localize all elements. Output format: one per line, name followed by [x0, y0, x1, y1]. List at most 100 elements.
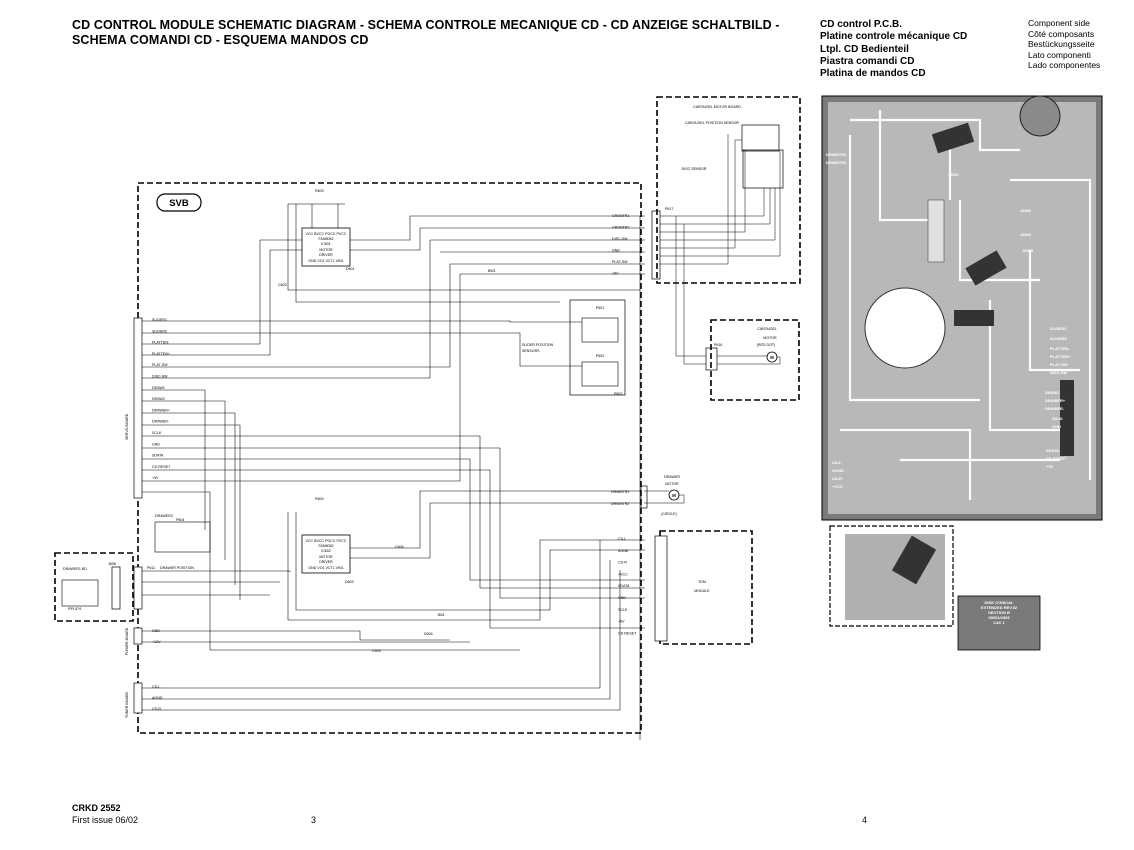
- p606-signal-7: DRAW1: [152, 386, 165, 390]
- p606-signal-12: GND: [152, 442, 160, 446]
- drawer-motor: DRAWER MOTOR M (CIRCLE) DRWMTR1 DRWMTR2: [611, 475, 685, 516]
- pcb-label-23: J8003: [1020, 232, 1032, 237]
- connector-p610: [133, 682, 143, 714]
- title-line-2: SCHEMA COMANDI CD - ESQUEMA MANDOS CD: [72, 33, 369, 47]
- pcb-title-4: Piastra comandi CD: [820, 55, 915, 67]
- disk-text-4: 38001/2565: [988, 615, 1010, 620]
- carousel-sensor-box: [741, 124, 780, 152]
- p606-signal-4: PLATTEN+: [152, 352, 170, 356]
- connector-p611: [133, 566, 143, 610]
- pcb-ic-mid: [965, 250, 1007, 286]
- slider-sensor-group: [569, 299, 626, 396]
- pcb-label-13: GND: [1052, 424, 1061, 429]
- tdm-module-frame: [659, 530, 753, 645]
- pcb-label-8: DISC-SW: [1050, 370, 1068, 375]
- ic601: VCC BVCC PGCC PVCC FAN8082 IC601 MOTOR D…: [301, 227, 351, 267]
- drawer1-bd-frame: [54, 552, 134, 622]
- pcb-spindle-hole: [864, 287, 946, 369]
- pcb-label-9: DRAW1: [1045, 390, 1060, 395]
- p606-signal-14: CD-RESET: [152, 465, 171, 469]
- pcb-sensor-subboard-frame: [829, 525, 954, 627]
- drawer-pin-2: DRWMTR2: [611, 502, 629, 506]
- pcb-title-3: Ltpl. CD Bedienteil: [820, 43, 909, 55]
- side-list-5: Lado componentes: [1028, 60, 1101, 71]
- pcb-title-1: CD control P.C.B.: [820, 19, 903, 30]
- p606-signal-list: SLIDER1SLIDER2PLATTEN-PLATTEN+PLAT-SWDIS…: [152, 318, 171, 480]
- ic602-line4: MOTOR: [319, 555, 333, 559]
- pcb-label-7: PLAT-SW: [1050, 362, 1068, 367]
- slider-sensors-line1: SLIDER POSITION: [522, 343, 554, 347]
- p610-signal-3: CD-R: [152, 707, 161, 711]
- p608-signal-5: PLAT-SW: [612, 260, 628, 264]
- slider-sensor-1: [581, 317, 619, 343]
- svb-badge: [156, 193, 202, 212]
- p611-ref: P611: [147, 566, 155, 570]
- p605-signal-2: AGND: [618, 549, 629, 553]
- d603-ref: D603: [345, 580, 354, 584]
- p606-signal-3: PLATTEN-: [152, 341, 170, 345]
- drawer1-bd-label: DRAWER1 BD: [63, 567, 87, 571]
- ic601-line5: DRIVER: [319, 253, 333, 257]
- c604-ref: C604: [395, 545, 404, 549]
- connector-p617: [651, 210, 661, 280]
- p617-ref: P617: [665, 207, 673, 211]
- p606-signal-10: DRAWER-: [152, 420, 170, 424]
- tuner-board-label: TUNER BOARD: [125, 691, 129, 718]
- disc-sensor-box: [742, 149, 784, 189]
- p602-ref: P602: [596, 354, 604, 358]
- pcb-label-10: DRAWER+: [1045, 398, 1066, 403]
- pcb-layout: DRWMTR1DRWMTR2SLIDER1SLIDER2PLATTEN-PLAT…: [821, 95, 1103, 521]
- page-number-right: 4: [862, 815, 868, 825]
- pcb-label-12: SCLK: [1052, 416, 1063, 421]
- disc-sensor-label: DISC SENSOR: [682, 167, 707, 171]
- pcb-label-21: J8001: [948, 172, 960, 177]
- schematic-wiring: [142, 203, 645, 740]
- pcb-label-6: PLATTEN+: [1050, 354, 1071, 359]
- carousel-motor-line1: CAROUSEL: [757, 327, 777, 331]
- power-board-label: POWER BOARD: [125, 627, 129, 655]
- p606-signal-2: SLIDER2: [152, 329, 167, 333]
- pcb-label-1: DRWMTR1: [826, 152, 847, 157]
- carousel-position-sensor-label: CAROUSEL POSITION SENSOR: [685, 121, 739, 125]
- ic601-line1: VCC BVCC PGCC PVCC: [306, 232, 347, 236]
- pcb-label-19: CD-R: [832, 476, 842, 481]
- ic601-line2: FAN8082: [319, 237, 334, 241]
- carousel-motor-frame: [710, 319, 800, 401]
- p606-signal-8: DRAW2: [152, 397, 165, 401]
- pcb-large-cap: [1019, 95, 1061, 137]
- carousel-board-wiring: [660, 134, 781, 265]
- ic601-line3: IC601: [321, 242, 331, 246]
- connector-p616: [705, 347, 718, 371]
- ic602-line2: FAN8082: [319, 544, 334, 548]
- pcb-connector: [927, 199, 945, 263]
- p608-signal-4: GND: [612, 249, 620, 253]
- pcb-label-20: +VCC: [832, 484, 843, 489]
- pcb-ic-center: [954, 310, 994, 326]
- pcb-label-5: PLATTEN-: [1050, 346, 1070, 351]
- pcb-label-2: DRWMTR2: [826, 160, 847, 165]
- carousel-motor-line3: (RED DOT): [757, 343, 776, 347]
- svb-board-frame: [137, 182, 642, 734]
- drawer1-sensor: [61, 579, 99, 607]
- pcb-label-4: SLIDER2: [1050, 336, 1068, 341]
- component-side-list: Component side Côté composants Bestückun…: [1028, 18, 1100, 71]
- d604-ref: D604: [424, 632, 433, 636]
- title-line-1: CD CONTROL MODULE SCHEMATIC DIAGRAM - SC…: [72, 18, 780, 32]
- pcb-header-right: [1060, 380, 1074, 456]
- p606-signal-9: DRAWER+: [152, 408, 170, 412]
- pcb-label-list: DRWMTR1DRWMTR2SLIDER1SLIDER2PLATTEN-PLAT…: [826, 152, 1071, 489]
- pcb-traces: [840, 110, 1092, 500]
- p605-signal-7: SCLK: [618, 608, 628, 612]
- drawer1-rpi: RPI-574: [68, 607, 81, 611]
- carousel-motor-board-label: CAROUSEL MOTOR BOARD: [693, 105, 741, 109]
- p601-ref: P601: [596, 306, 604, 310]
- pcb-title-2: Platine controle mécanique CD: [820, 31, 968, 43]
- p608-signal-3: DISC-SW: [612, 237, 628, 241]
- p610-signal-2: AGND: [152, 696, 163, 700]
- pcb-label-17: CD-L: [832, 460, 842, 465]
- disk-text-5: CAV 1: [993, 620, 1005, 625]
